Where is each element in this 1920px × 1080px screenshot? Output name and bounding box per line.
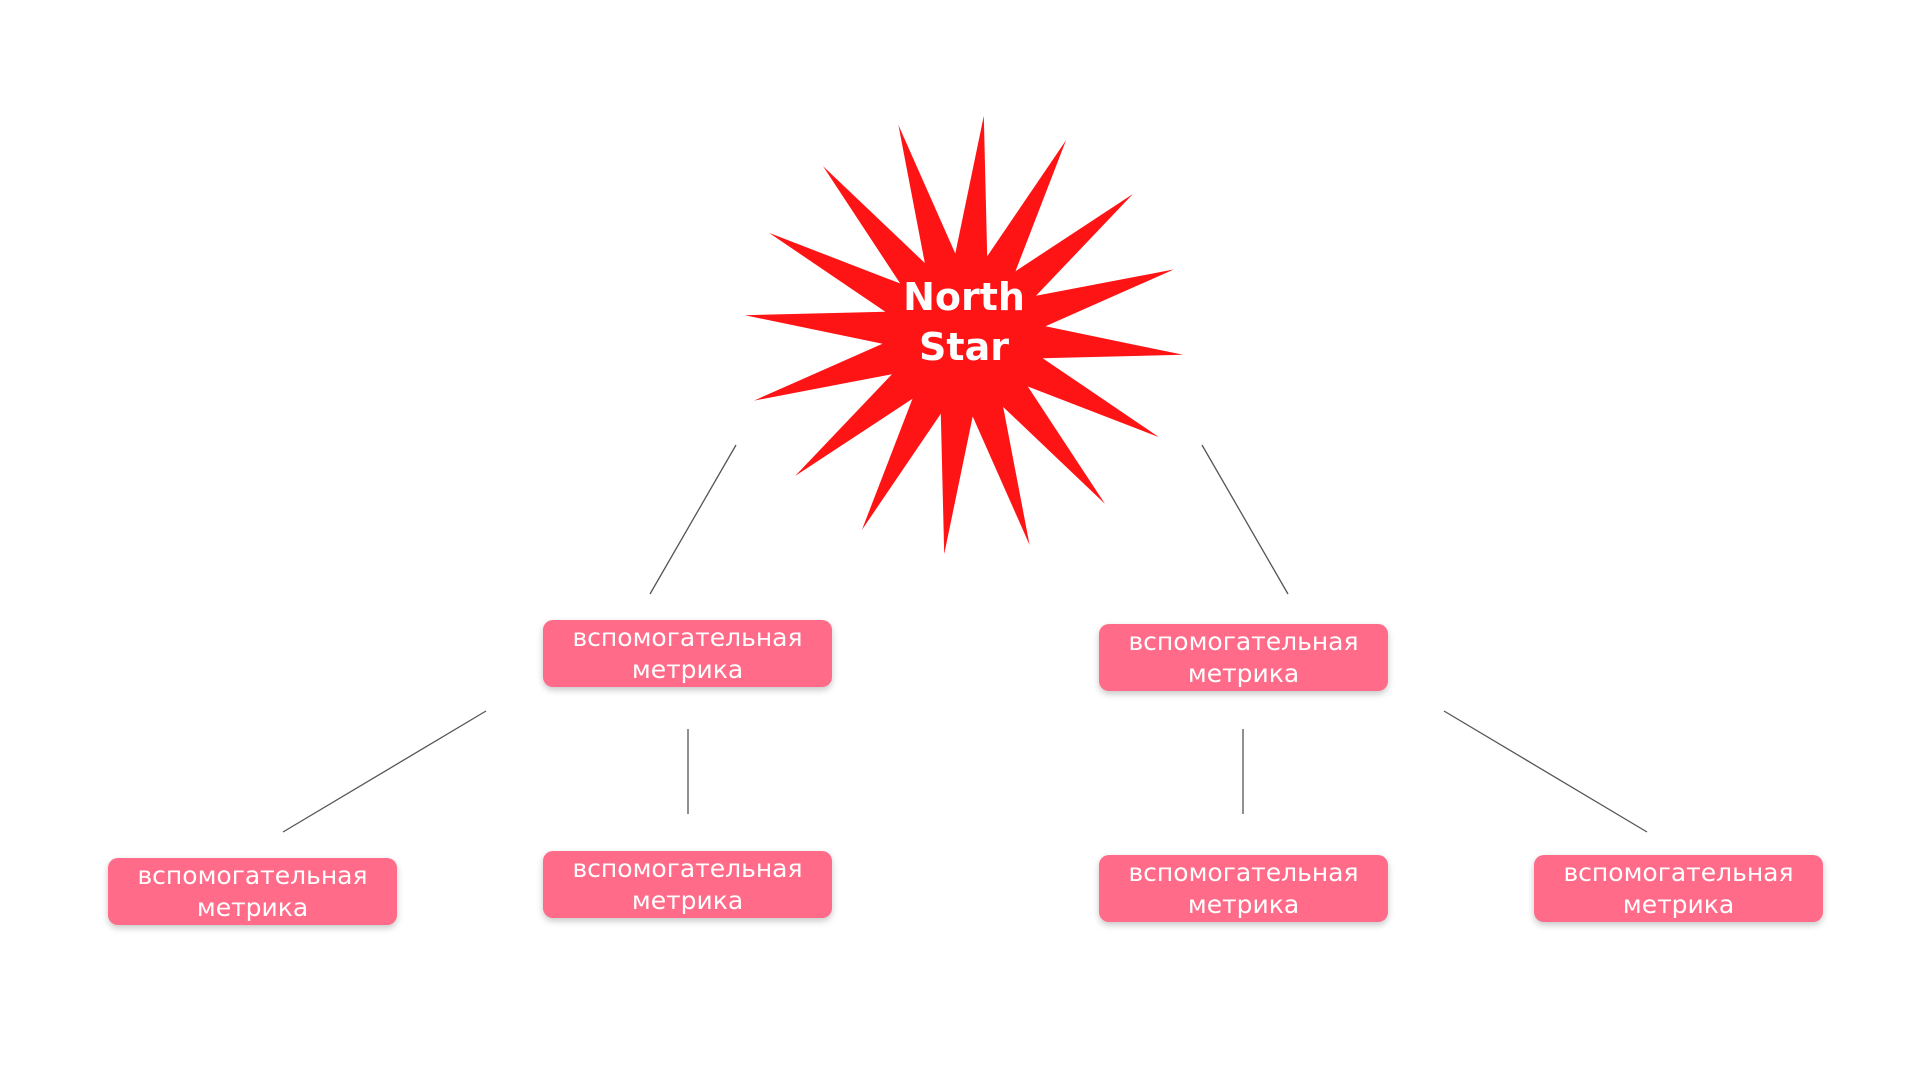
metric-node-level2-center-left: вспомогательная метрика	[543, 851, 832, 918]
metric-node-level2-far-right: вспомогательная метрика	[1534, 855, 1823, 922]
north-star-label-line1: North	[903, 275, 1025, 319]
metric-node-line2: метрика	[631, 885, 744, 915]
metric-node-level2-far-left: вспомогательная метрика	[108, 858, 397, 925]
metric-node-line1: вспомогательная	[137, 860, 368, 890]
metric-node-line1: вспомогательная	[572, 622, 803, 652]
north-star-burst	[744, 115, 1184, 555]
metric-node-line2: метрика	[1187, 889, 1300, 919]
north-star-label: North Star	[864, 272, 1064, 372]
metric-node-line2: метрика	[1622, 889, 1735, 919]
metric-node-level1-left: вспомогательная метрика	[543, 620, 832, 687]
metric-node-line2: метрика	[1187, 658, 1300, 688]
metric-node-line1: вспомогательная	[1128, 857, 1359, 887]
metric-node-line1: вспомогательная	[1563, 857, 1794, 887]
metric-node-level1-right: вспомогательная метрика	[1099, 624, 1388, 691]
connector-star-to-left-metric	[649, 444, 737, 595]
connector-star-to-right-metric	[1201, 444, 1289, 595]
connector-right-metric-to-far-right	[1443, 710, 1648, 833]
metric-node-level2-center-right: вспомогательная метрика	[1099, 855, 1388, 922]
metric-node-line2: метрика	[196, 892, 309, 922]
metric-node-line1: вспомогательная	[1128, 626, 1359, 656]
metric-node-line2: метрика	[631, 654, 744, 684]
north-star-label-line2: Star	[919, 325, 1009, 369]
connector-left-metric-to-far-left	[282, 710, 487, 833]
metric-node-line1: вспомогательная	[572, 853, 803, 883]
